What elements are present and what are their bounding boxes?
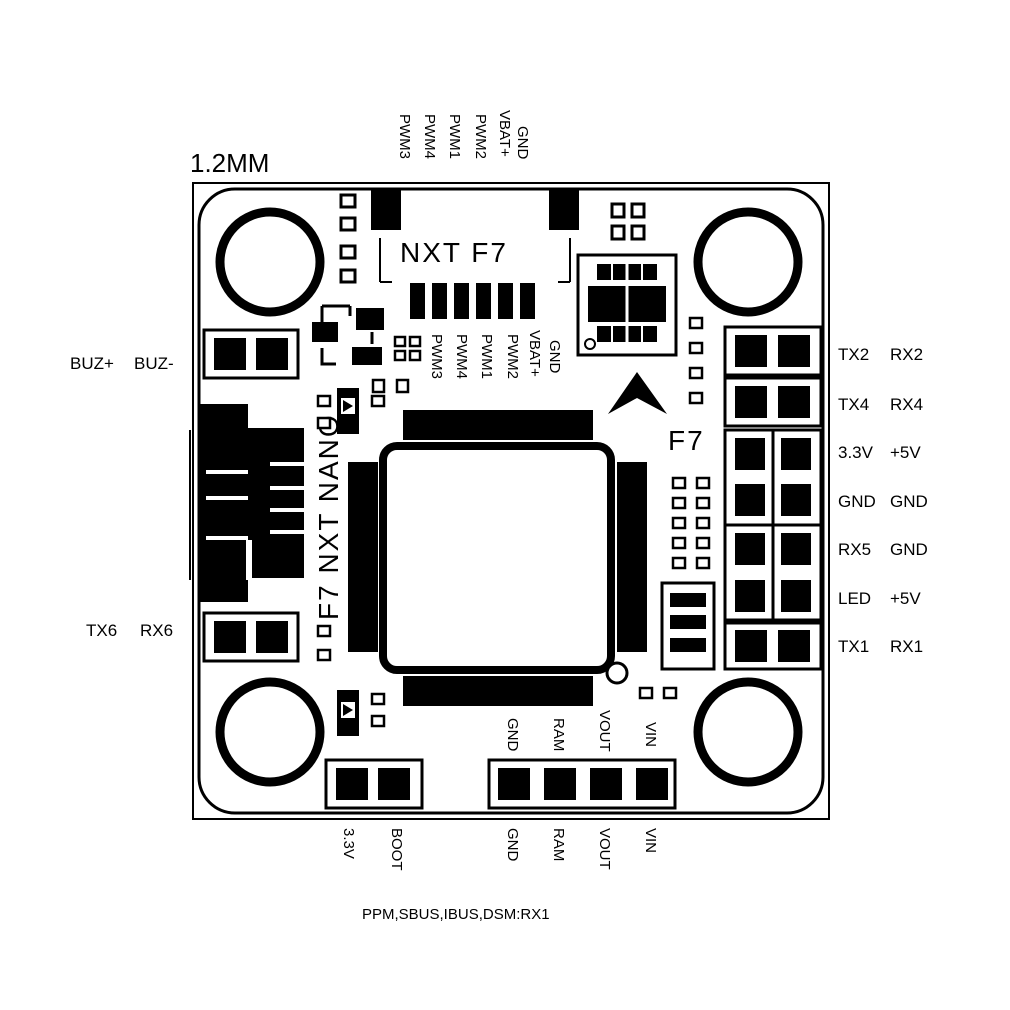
smd-components-right — [688, 316, 704, 405]
right-label-left: TX2 — [838, 345, 869, 364]
power-label-outer: RAM — [550, 828, 567, 861]
orientation-arrow-icon — [608, 372, 667, 414]
resistor-array — [671, 476, 711, 570]
inner-pin-label: GND — [546, 340, 563, 374]
right-pad-labels: TX2 RX2 TX4 RX4 3.3V +5V GND GND RX5 GND… — [838, 345, 928, 656]
regulator — [312, 304, 384, 366]
power-label-outer: VIN — [642, 828, 659, 853]
right-label-left: TX4 — [838, 395, 869, 414]
inner-pin-label: VBAT+ — [526, 330, 543, 377]
power-label-inner: GND — [504, 718, 521, 752]
uart6-pads — [202, 611, 300, 663]
top-pin-label: PWM1 — [446, 114, 463, 159]
mounting-hole-bottom-left — [215, 677, 325, 787]
right-label-right: RX4 — [890, 395, 923, 414]
pwm-pad — [498, 283, 513, 319]
mounting-holes — [215, 207, 803, 787]
right-label-left: GND — [838, 492, 876, 511]
right-label-right: RX2 — [890, 345, 923, 364]
top-pin-label: PWM3 — [396, 114, 413, 159]
tx6-label: TX6 — [86, 621, 117, 640]
right-pads — [723, 325, 823, 671]
right-label-left: 3.3V — [838, 443, 874, 462]
right-label-left: LED — [838, 589, 871, 608]
power-pads — [487, 758, 677, 810]
right-label-left: RX5 — [838, 540, 871, 559]
dimension-label: 1.2MM — [190, 148, 269, 178]
power-label-inner: RAM — [550, 718, 567, 751]
rx6-label: RX6 — [140, 621, 173, 640]
inner-pin-label: PWM3 — [428, 334, 445, 379]
inner-pin-label: PWM4 — [453, 334, 470, 379]
footnote: PPM,SBUS,IBUS,DSM:RX1 — [362, 906, 550, 923]
led-bottom — [316, 624, 386, 736]
right-label-right: GND — [890, 540, 928, 559]
mounting-hole-top-right — [693, 207, 803, 317]
board-outer-outline — [192, 182, 830, 820]
buzzer-minus-label: BUZ- — [134, 354, 174, 373]
pin1-marker — [605, 661, 629, 685]
right-label-left: TX1 — [838, 637, 869, 656]
boot-pads — [324, 758, 424, 810]
right-label-right: +5V — [890, 589, 921, 608]
board-name: NXT F7 — [400, 237, 508, 268]
sensor-chip — [576, 202, 678, 357]
buzzer-pads — [202, 328, 300, 380]
mounting-hole-bottom-right — [693, 677, 803, 787]
top-connector: NXT F7 — [371, 188, 579, 319]
inner-pin-label: PWM1 — [478, 334, 495, 379]
right-label-right: RX1 — [890, 637, 923, 656]
right-label-right: +5V — [890, 443, 921, 462]
pwm-pad — [454, 283, 469, 319]
power-label-inner: VOUT — [596, 710, 613, 752]
top-pin-label: PWM2 — [472, 114, 489, 159]
power-label-inner: VIN — [642, 722, 659, 747]
mcu-chip — [348, 410, 647, 706]
pwm-pad — [410, 283, 425, 319]
power-label-outer: VOUT — [596, 828, 613, 870]
usb-connector — [189, 404, 304, 602]
pwm-pad — [520, 283, 535, 319]
buzzer-plus-label: BUZ+ — [70, 354, 114, 373]
rx-filter-block — [660, 581, 716, 671]
smd-components-top-left — [339, 193, 357, 284]
top-header-labels: GND VBAT+ PWM2 PWM1 PWM4 PWM3 — [396, 110, 531, 160]
f7-mark: F7 — [668, 425, 705, 456]
board-inner-outline — [197, 187, 825, 815]
led-top — [316, 388, 386, 434]
power-label-outer: GND — [504, 828, 521, 862]
inner-pin-label: PWM2 — [504, 334, 521, 379]
pwm-pad — [476, 283, 491, 319]
pwm-pad — [432, 283, 447, 319]
top-pin-label: GND — [514, 126, 531, 160]
smd-bottom-right — [638, 686, 678, 700]
bottom-left-label: BOOT — [388, 828, 405, 871]
mounting-hole-top-left — [215, 207, 325, 317]
smd-components-center — [371, 335, 422, 394]
right-label-right: GND — [890, 492, 928, 511]
bottom-left-label: 3.3V — [340, 828, 357, 859]
top-pin-label: VBAT+ — [496, 110, 513, 157]
power-pad-labels-outer: GND RAM VOUT VIN — [504, 828, 659, 870]
power-pad-labels-inner: GND RAM VOUT VIN — [504, 710, 659, 752]
board-vertical-label: F7 NXT NANO — [313, 413, 344, 620]
inner-header-labels: GND VBAT+ PWM2 PWM1 PWM4 PWM3 — [428, 330, 563, 379]
top-pin-label: PWM4 — [421, 114, 438, 159]
